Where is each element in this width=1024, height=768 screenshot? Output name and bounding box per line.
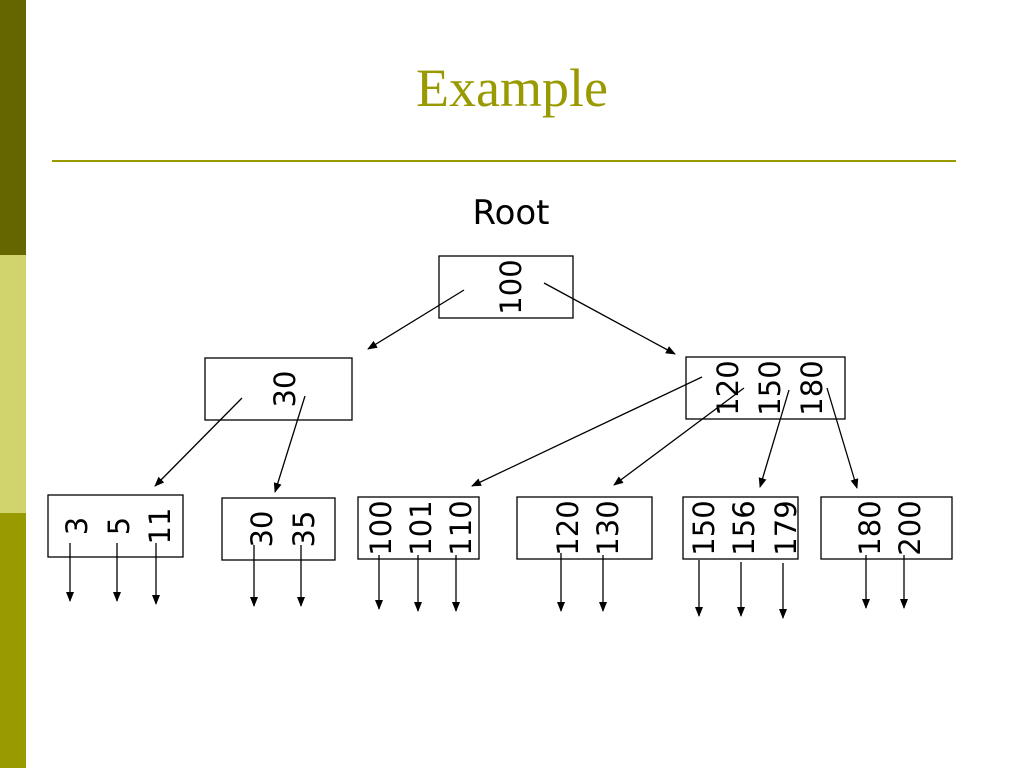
node-key: 120 — [551, 500, 585, 555]
title-divider — [52, 160, 956, 162]
node-key: 100 — [494, 259, 528, 314]
root-label: Root — [472, 193, 549, 233]
node-root: 100 — [438, 255, 574, 319]
node-key: 30 — [245, 511, 279, 548]
node-key: 179 — [769, 500, 803, 555]
node-box — [221, 497, 336, 561]
node-key: 30 — [268, 371, 302, 408]
edge-30-to-leaf-2 — [273, 395, 306, 493]
node-key: 180 — [853, 500, 887, 555]
node-key: 3 — [60, 517, 94, 535]
node-key: 150 — [687, 500, 721, 555]
edge-150-to-leaf-4 — [613, 387, 745, 486]
side-bar-dark — [0, 0, 26, 255]
edge-root-to-left — [367, 289, 465, 350]
node-key: 101 — [404, 500, 438, 555]
edge-180-to-leaf-5 — [758, 389, 790, 488]
node-key: 120 — [711, 360, 745, 415]
edge-root-to-right — [543, 282, 676, 355]
node-key: 110 — [444, 500, 478, 555]
node-box — [685, 356, 846, 420]
edge-last-to-leaf-6 — [826, 387, 859, 489]
node-box — [682, 496, 799, 560]
node-key: 150 — [753, 360, 787, 415]
edge-30-to-leaf-1 — [154, 397, 243, 487]
node-key: 180 — [795, 360, 829, 415]
node-key: 200 — [893, 500, 927, 555]
node-box — [357, 496, 480, 560]
node-key: 130 — [591, 500, 625, 555]
node-box — [204, 357, 353, 421]
side-bar-light — [0, 255, 26, 513]
side-bar-olive — [0, 513, 26, 768]
node-internal-left: 30 — [204, 357, 353, 421]
node-key: 156 — [727, 500, 761, 555]
node-key: 100 — [364, 500, 398, 555]
node-key: 35 — [287, 511, 321, 548]
node-box — [820, 496, 953, 560]
slide-title: Example — [416, 58, 608, 118]
node-key: 11 — [143, 508, 177, 545]
edge-120-to-leaf-3 — [471, 376, 703, 487]
node-key: 5 — [102, 517, 136, 535]
node-box — [516, 496, 653, 560]
